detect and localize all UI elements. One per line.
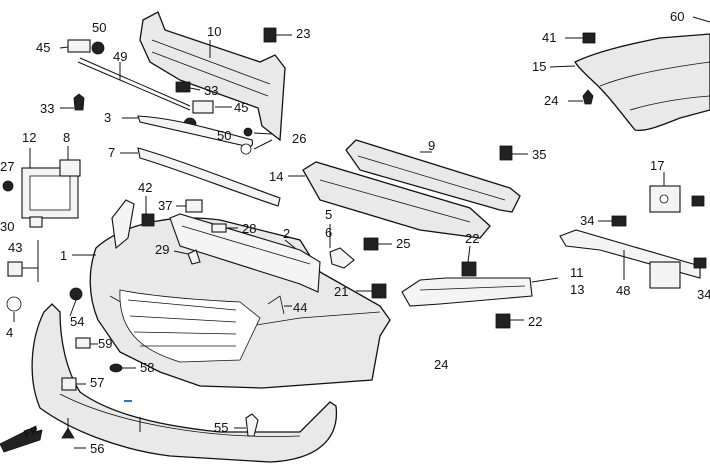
callout-33-left: 33 — [40, 101, 55, 116]
callout-58: 58 — [140, 360, 155, 375]
callout-34-upper: 34 — [580, 213, 595, 228]
callout-22-lower: 22 — [528, 314, 543, 329]
callout-54: 54 — [70, 314, 85, 329]
callout-49: 49 — [113, 49, 128, 64]
callout-26: 26 — [292, 131, 307, 146]
callout-48: 48 — [616, 283, 631, 298]
callout-25: 25 — [396, 236, 411, 251]
callout-5: 5 — [325, 207, 333, 222]
callout-53-highlighted[interactable] — [124, 400, 132, 402]
callout-29: 29 — [155, 242, 170, 257]
callout-7: 7 — [108, 145, 116, 160]
callout-12: 12 — [22, 130, 37, 145]
callout-45-left: 45 — [36, 40, 51, 55]
callout-14: 14 — [269, 169, 284, 184]
callout-27: 27 — [0, 159, 15, 174]
callout-35: 35 — [532, 147, 547, 162]
callout-37: 37 — [158, 198, 173, 213]
callout-9: 9 — [428, 138, 436, 153]
callout-22-upper: 22 — [465, 231, 480, 246]
callout-45-right: 45 — [234, 100, 249, 115]
callout-24-upper: 24 — [544, 93, 559, 108]
reinforcement — [345, 139, 521, 213]
callout-30: 30 — [0, 219, 15, 234]
callout-21: 21 — [334, 284, 349, 299]
callout-15: 15 — [532, 59, 547, 74]
callout-43: 43 — [8, 240, 23, 255]
callout-34-lower: 34 — [697, 287, 710, 302]
callout-3: 3 — [104, 110, 112, 125]
callout-11: 11 — [570, 265, 584, 280]
callout-55: 55 — [214, 420, 229, 435]
callout-13: 13 — [570, 282, 585, 297]
callout-2: 2 — [283, 226, 291, 241]
callout-4: 4 — [6, 325, 14, 340]
callout-8: 8 — [63, 130, 71, 145]
callout-42: 42 — [138, 180, 153, 195]
callout-50-top: 50 — [92, 20, 107, 35]
callout-60: 60 — [670, 9, 685, 24]
absorber-beam — [139, 11, 286, 142]
lower-spoiler — [31, 303, 338, 463]
clip-icon — [582, 32, 596, 44]
callout-24-lower: 24 — [434, 357, 449, 372]
callout-33-mid: 33 — [204, 83, 219, 98]
callout-41: 41 — [542, 30, 557, 45]
callout-10: 10 — [207, 24, 222, 39]
rear-bumper-cover — [574, 33, 710, 132]
front-direction-arrow-icon — [0, 425, 43, 453]
callout-23: 23 — [296, 26, 311, 41]
callout-59: 59 — [98, 336, 113, 351]
callout-57: 57 — [90, 375, 105, 390]
callout-6: 6 — [325, 225, 333, 240]
callout-44: 44 — [293, 300, 308, 315]
callout-56: 56 — [90, 441, 105, 456]
callout-17: 17 — [650, 158, 665, 173]
callout-28: 28 — [242, 221, 257, 236]
callout-50-mid: 50 — [217, 128, 232, 143]
bolt-icon — [582, 89, 594, 105]
callout-1: 1 — [60, 248, 68, 263]
